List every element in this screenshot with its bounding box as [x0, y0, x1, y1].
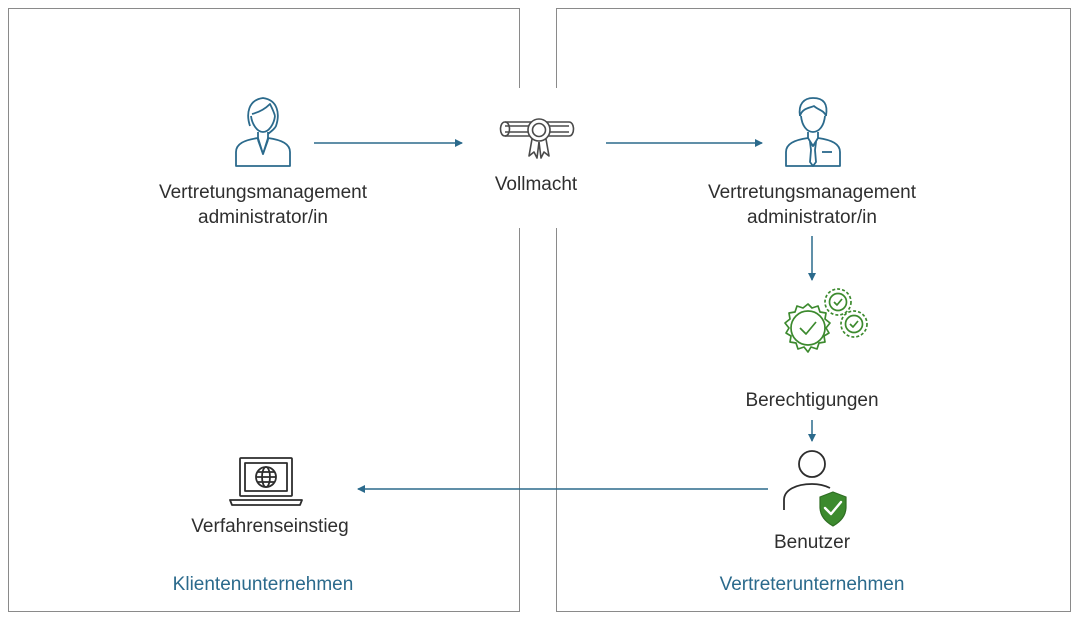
permissions-gears-icon — [784, 288, 868, 353]
client-admin-label: Vertretungsmanagement administrator/in — [128, 180, 398, 230]
male-admin-icon — [785, 97, 841, 167]
client-admin-label-line1: Vertretungsmanagement — [158, 182, 368, 203]
representative-admin-label-line1: Vertretungsmanagement — [707, 182, 917, 203]
representative-admin-label: Vertretungsmanagement administrator/in — [677, 180, 947, 230]
permissions-label: Berechtigungen — [745, 390, 879, 411]
vollmacht-label: Vollmacht — [494, 174, 578, 195]
certificate-scroll-icon — [499, 118, 575, 159]
center-gap — [516, 88, 560, 228]
procedure-entry-label: Verfahrenseinstieg — [191, 516, 349, 537]
user-shield-icon — [783, 450, 847, 527]
user-label: Benutzer — [773, 532, 851, 553]
client-company-label: Klientenunternehmen — [172, 574, 354, 595]
female-admin-icon — [235, 97, 291, 167]
representative-company-panel — [556, 8, 1071, 612]
representative-admin-label-line2: administrator/in — [747, 207, 877, 228]
laptop-globe-icon — [229, 457, 303, 506]
client-admin-label-line2: administrator/in — [198, 207, 328, 228]
representative-company-label: Vertreterunternehmen — [719, 574, 905, 595]
